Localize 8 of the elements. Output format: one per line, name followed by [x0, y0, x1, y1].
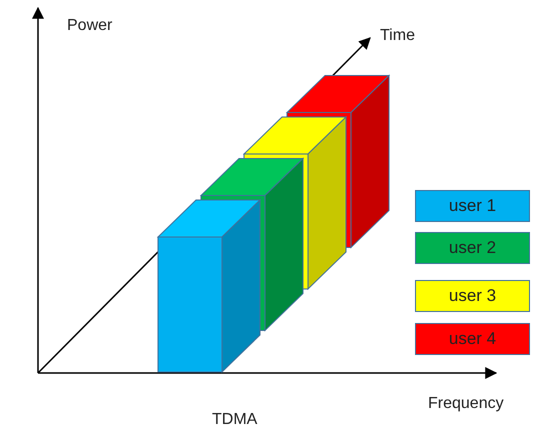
axis-label: Frequency — [428, 395, 504, 413]
caption: TDMA — [212, 411, 258, 429]
legend-label: user 1 — [448, 196, 496, 216]
legend-label: user 4 — [448, 329, 496, 349]
axis-label: Power — [67, 17, 112, 35]
legend-label: user 2 — [448, 238, 496, 258]
legend-label: user 3 — [448, 286, 496, 306]
axis-label: Time — [380, 27, 415, 45]
